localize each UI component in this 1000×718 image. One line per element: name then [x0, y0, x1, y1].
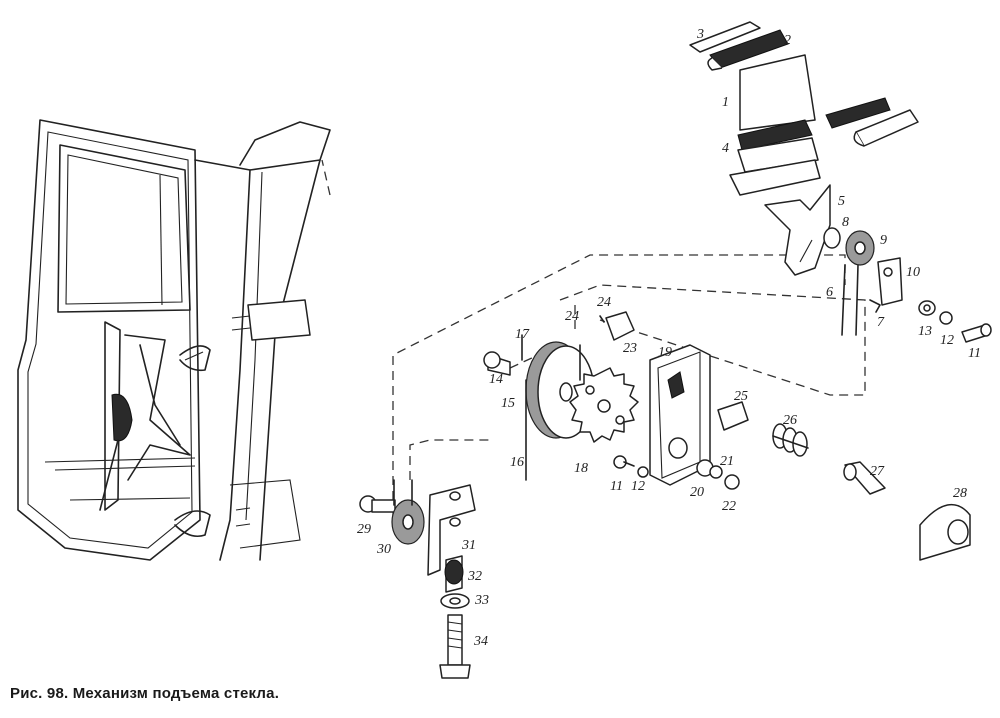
callout-31: 31: [461, 538, 476, 553]
callout-3: 3: [696, 27, 704, 42]
callout-8: 8: [842, 215, 849, 230]
callout-11b: 11: [610, 479, 623, 494]
callout-19: 19: [658, 345, 672, 360]
callout-24b: 24: [565, 309, 579, 324]
callout-1: 1: [722, 95, 729, 110]
drum-and-gear: [483, 334, 639, 481]
callout-29: 29: [357, 522, 371, 537]
glass-seals: [689, 21, 919, 196]
callout-30: 30: [376, 542, 391, 557]
callout-27: 27: [870, 464, 885, 479]
callout-24a: 24: [597, 295, 611, 310]
mounting-plate: [599, 311, 749, 490]
door-assembly: [17, 119, 331, 561]
callout-4: 4: [722, 141, 729, 156]
callout-22: 22: [722, 499, 736, 514]
callout-20: 20: [690, 485, 704, 500]
callout-26: 26: [783, 413, 797, 428]
callout-9: 9: [880, 233, 887, 248]
callout-33: 33: [474, 593, 489, 608]
callout-12a: 12: [940, 333, 954, 348]
callout-15: 15: [501, 396, 515, 411]
callout-13: 13: [918, 324, 932, 339]
callout-11a: 11: [968, 346, 981, 361]
spring-and-housing: [772, 423, 971, 561]
callout-2: 2: [784, 33, 791, 48]
callout-6: 6: [826, 285, 833, 300]
callout-labels: 1 2 3 4 5 6 7 8 9 10 11 11 12 12 13 14 1…: [357, 27, 981, 649]
callout-17: 17: [515, 327, 530, 342]
callout-18: 18: [574, 461, 588, 476]
callout-25: 25: [734, 389, 748, 404]
callout-23: 23: [623, 341, 637, 356]
callout-32: 32: [467, 569, 482, 584]
fasteners-right: [918, 300, 992, 343]
lower-assembly: [359, 479, 476, 679]
callout-28: 28: [953, 486, 967, 501]
figure-caption: Рис. 98. Механизм подъема стекла.: [10, 685, 280, 702]
callout-21: 21: [720, 454, 734, 469]
callout-34: 34: [473, 634, 488, 649]
callout-16: 16: [510, 455, 524, 470]
callout-12b: 12: [631, 479, 645, 494]
callout-10: 10: [906, 265, 920, 280]
callout-5: 5: [838, 194, 845, 209]
upper-bracket: [764, 184, 903, 336]
callout-7: 7: [877, 315, 885, 330]
callout-14: 14: [489, 372, 503, 387]
